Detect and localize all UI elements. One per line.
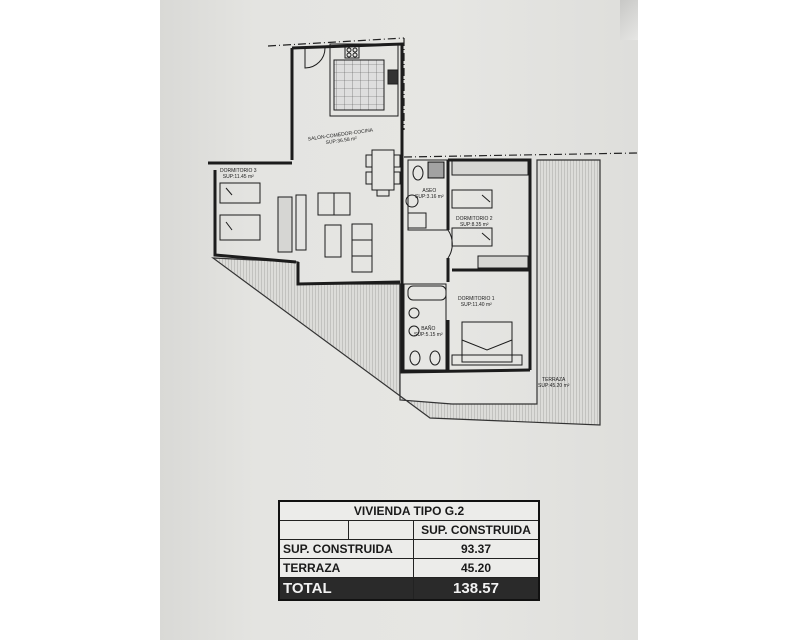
table-title-row: VIVIENDA TIPO G.2 bbox=[278, 500, 540, 521]
header-cell-1 bbox=[278, 520, 349, 540]
room-label-aseo: ASEO SUP:3.16 m² bbox=[415, 188, 444, 200]
row-value: 93.37 bbox=[413, 539, 540, 559]
header-cell-2 bbox=[348, 520, 414, 540]
room-name: BAÑO bbox=[421, 326, 436, 332]
table-row: TERRAZA 45.20 bbox=[278, 558, 540, 578]
room-area: SUP:11.45 m² bbox=[222, 174, 254, 180]
row-label: SUP. CONSTRUIDA bbox=[278, 539, 414, 559]
table-row: SUP. CONSTRUIDA 93.37 bbox=[278, 539, 540, 559]
room-name: DORMITORIO 3 bbox=[220, 168, 257, 174]
room-area: SUP:3.16 m² bbox=[415, 194, 444, 200]
header-sup-construida: SUP. CONSTRUIDA bbox=[413, 520, 540, 540]
row-label: TERRAZA bbox=[278, 558, 414, 578]
room-name: TERRAZA bbox=[542, 377, 566, 383]
row-value: 45.20 bbox=[413, 558, 540, 578]
room-area: SUP:8.35 m² bbox=[459, 222, 489, 228]
table-header-row: SUP. CONSTRUIDA bbox=[278, 520, 540, 540]
room-label-terraza: TERRAZA SUP:45.20 m² bbox=[538, 377, 569, 389]
room-name: DORMITORIO 1 bbox=[458, 296, 495, 302]
room-area: SUP:11.40 m² bbox=[460, 302, 492, 308]
room-name: DORMITORIO 2 bbox=[456, 216, 493, 222]
total-value: 138.57 bbox=[413, 577, 540, 601]
room-label-dormitorio-1: DORMITORIO 1 SUP:11.40 m² bbox=[458, 296, 495, 308]
room-label-bano: BAÑO SUP:5.15 m² bbox=[414, 326, 443, 338]
property-boundary bbox=[267, 37, 639, 158]
area-summary-table: VIVIENDA TIPO G.2 SUP. CONSTRUIDA SUP. C… bbox=[278, 500, 540, 601]
room-label-dormitorio-2: DORMITORIO 2 SUP:8.35 m² bbox=[456, 216, 493, 228]
paper-corner-shadow bbox=[620, 0, 638, 40]
room-area: SUP:5.15 m² bbox=[414, 332, 443, 338]
table-title: VIVIENDA TIPO G.2 bbox=[278, 500, 540, 521]
room-area: SUP:45.20 m² bbox=[538, 383, 570, 389]
table-total-row: TOTAL 138.57 bbox=[278, 577, 540, 601]
walls bbox=[208, 42, 532, 374]
total-label: TOTAL bbox=[278, 577, 414, 601]
room-label-dormitorio-3: DORMITORIO 3 SUP:11.45 m² bbox=[220, 168, 257, 180]
room-name: ASEO bbox=[422, 188, 437, 194]
